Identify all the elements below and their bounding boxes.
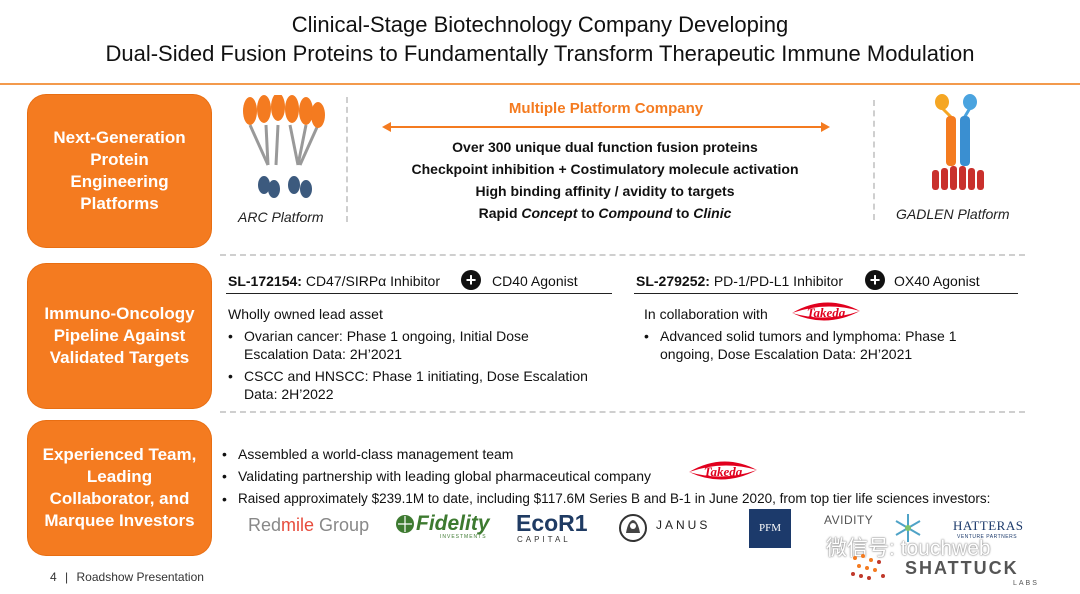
- list-item: • Validating partnership with leading gl…: [222, 468, 651, 484]
- shattuck-dots-icon: [851, 554, 885, 580]
- program-sl279252-header: SL-279252: PD-1/PD-L1 Inhibitor: [636, 273, 843, 289]
- program-sl172154-header: SL-172154: CD47/SIRPα Inhibitor: [228, 273, 440, 289]
- svg-text:Takeda: Takeda: [704, 464, 743, 479]
- janus-emblem-icon: [619, 514, 647, 542]
- hatteras-subtext: VENTURE PARTNERS: [957, 534, 1018, 540]
- plus-icon: +: [865, 270, 885, 290]
- feature-line: Checkpoint inhibition + Costimulatory mo…: [411, 161, 799, 177]
- title-divider: [0, 83, 1080, 85]
- slide-title: Clinical-Stage Biotechnology Company Dev…: [0, 10, 1080, 68]
- avidity-logo: AVIDITY: [824, 513, 874, 527]
- vertical-divider-right: [873, 100, 875, 220]
- program-sl279252-subtitle: In collaboration with: [644, 306, 768, 322]
- section-divider-2: [220, 411, 1025, 413]
- takeda-logo: Takeda: [792, 302, 860, 321]
- ecor1-subtext: CAPITAL: [517, 535, 571, 544]
- svg-text:Takeda: Takeda: [807, 305, 846, 320]
- platform-features: Over 300 unique dual function fusion pro…: [360, 136, 850, 224]
- list-item: • Assembled a world-class management tea…: [222, 446, 514, 462]
- shattuck-logo: SHATTUCK: [905, 558, 1019, 578]
- pfm-logo: PFM: [749, 509, 791, 548]
- feature-line: Over 300 unique dual function fusion pro…: [452, 139, 758, 155]
- wechat-icon: [794, 535, 820, 555]
- slide-title-line2: Dual-Sided Fusion Proteins to Fundamenta…: [105, 41, 975, 66]
- shattuck-sub: LABS: [1013, 580, 1039, 587]
- list-item: • Advanced solid tumors and lymphoma: Ph…: [644, 328, 957, 362]
- pipeline-pill: Immuno-Oncology Pipeline Against Validat…: [28, 264, 211, 408]
- list-item: • Raised approximately $239.1M to date, …: [222, 491, 991, 507]
- platform-heading: Multiple Platform Company: [508, 100, 704, 117]
- gadlen-platform-caption: GADLEN Platform: [896, 206, 1010, 222]
- program-rule: [634, 293, 1018, 294]
- watermark-text: 微信号: touchweb: [826, 537, 991, 560]
- platforms-pill-label: Next-Generation Protein Engineering Plat…: [53, 128, 186, 213]
- janus-logo: JANUS: [656, 518, 711, 532]
- list-item: • CSCC and HNSCC: Phase 1 initiating, Do…: [228, 368, 588, 402]
- page-number: 4: [50, 570, 57, 584]
- footer-text: Roadshow Presentation: [76, 570, 204, 584]
- takeda-logo: Takeda: [689, 461, 757, 480]
- avidity-snowflake-icon: [895, 514, 921, 542]
- footer: 4 | Roadshow Presentation: [50, 570, 204, 584]
- pipeline-pill-label: Immuno-Oncology Pipeline Against Validat…: [44, 304, 195, 367]
- program-sl279252-agonist: OX40 Agonist: [894, 273, 980, 289]
- double-arrow-icon: [382, 122, 830, 132]
- section-divider-1: [220, 254, 1025, 256]
- program-sl172154-agonist: CD40 Agonist: [492, 273, 578, 289]
- feature-line: High binding affinity / avidity to targe…: [475, 183, 735, 199]
- team-pill-label: Experienced Team, Leading Collaborator, …: [42, 445, 197, 530]
- team-pill: Experienced Team, Leading Collaborator, …: [28, 421, 211, 555]
- fidelity-logo: Fidelity: [416, 512, 490, 535]
- arc-platform-icon: [243, 95, 325, 198]
- hatteras-logo: HATTERAS: [953, 518, 1024, 533]
- slide-title-line1: Clinical-Stage Biotechnology Company Dev…: [291, 12, 789, 37]
- footer-separator: |: [65, 570, 69, 584]
- gadlen-platform-icon: [932, 94, 984, 190]
- program-sl172154-subtitle: Wholly owned lead asset: [228, 306, 383, 322]
- fidelity-globe-icon: [396, 515, 414, 533]
- platforms-pill: Next-Generation Protein Engineering Plat…: [28, 95, 211, 247]
- feature-line-rapid: Rapid Concept to Compound to Clinic: [478, 205, 732, 221]
- program-rule: [226, 293, 612, 294]
- arc-platform-caption: ARC Platform: [238, 209, 324, 225]
- plus-icon: +: [461, 270, 481, 290]
- list-item: • Ovarian cancer: Phase 1 ongoing, Initi…: [228, 328, 529, 362]
- redmile-logo: Redmile Group: [248, 515, 370, 535]
- fidelity-subtext: INVESTMENTS: [440, 534, 487, 540]
- ecor1-logo: EcoR1: [516, 510, 588, 536]
- vertical-divider-left: [346, 97, 348, 222]
